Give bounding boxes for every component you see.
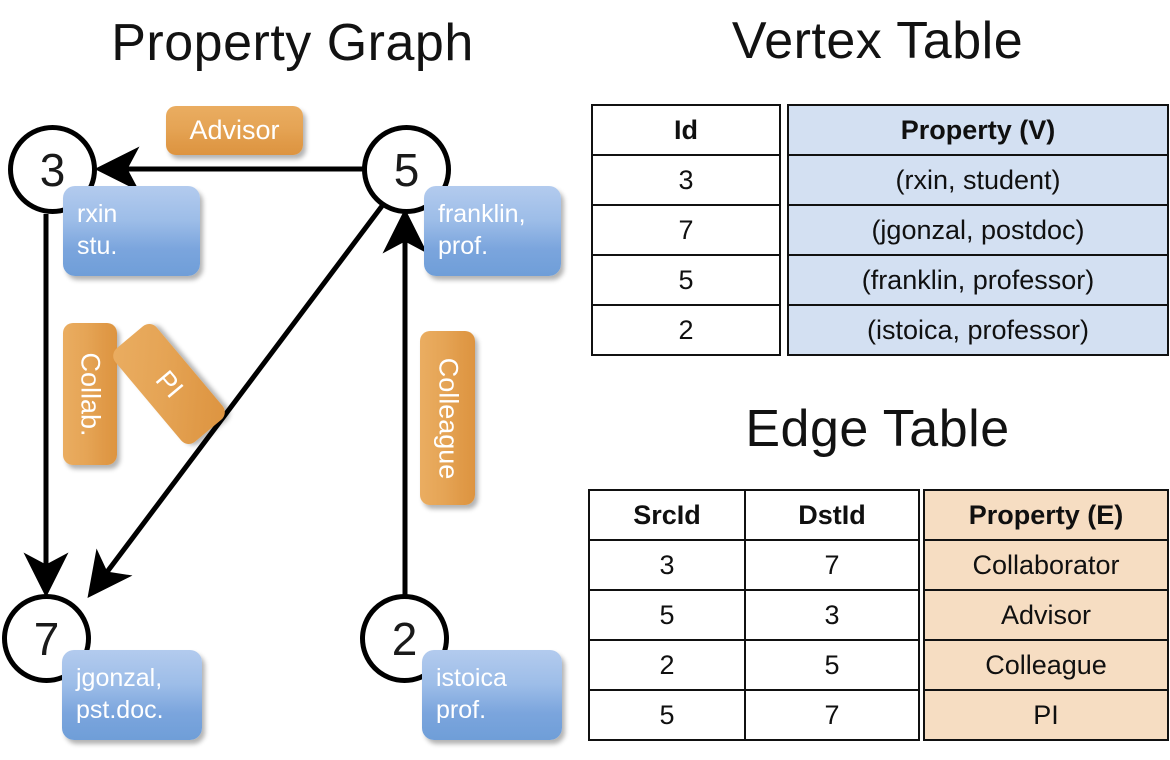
table-row: 7 (jgonzal, postdoc) xyxy=(591,204,1169,256)
vertex-header-id: Id xyxy=(591,104,781,156)
table-row: 3 7 Collaborator xyxy=(588,539,1169,591)
vertex-table: Id Property (V) 3 (rxin, student) 7 (jgo… xyxy=(591,104,1169,356)
node-property-role-5: prof. xyxy=(438,232,489,260)
edge-header-srcid: SrcId xyxy=(588,489,746,541)
node-property-role-3: stu. xyxy=(77,232,118,260)
edge-cell-dstid: 3 xyxy=(744,589,920,641)
node-property-role-7: pst.doc. xyxy=(76,696,164,724)
node-property-name-2: istoica xyxy=(436,664,507,692)
edge-label-colleague-text: Colleague xyxy=(433,357,463,479)
node-property-role-2: prof. xyxy=(436,696,487,724)
node-property-box-3: rxin stu. xyxy=(63,186,200,276)
vertex-cell-id: 2 xyxy=(591,304,781,356)
edge-cell-property: PI xyxy=(923,689,1169,741)
edge-label-advisor: Advisor xyxy=(166,106,303,155)
edge-cell-property: Colleague xyxy=(923,639,1169,691)
column-gap xyxy=(780,305,788,355)
column-gap xyxy=(780,255,788,305)
table-row: 3 (rxin, student) xyxy=(591,154,1169,206)
edge-cell-srcid: 2 xyxy=(588,639,746,691)
table-row: 2 5 Colleague xyxy=(588,639,1169,691)
column-gap xyxy=(780,105,788,155)
column-gap xyxy=(780,205,788,255)
edge-cell-dstid: 7 xyxy=(744,689,920,741)
node-property-box-7: jgonzal, pst.doc. xyxy=(62,650,202,740)
edge-label-advisor-text: Advisor xyxy=(189,115,280,145)
node-property-box-5: franklin, prof. xyxy=(424,186,561,276)
vertex-cell-property: (istoica, professor) xyxy=(787,304,1169,356)
page-title-property-graph: Property Graph xyxy=(111,14,474,72)
column-gap xyxy=(780,155,788,205)
page-title-edge-table: Edge Table xyxy=(745,400,1010,458)
edge-cell-srcid: 3 xyxy=(588,539,746,591)
edge-table: SrcId DstId Property (E) 3 7 Collaborato… xyxy=(588,489,1169,741)
edge-header-property: Property (E) xyxy=(923,489,1169,541)
vertex-cell-id: 5 xyxy=(591,254,781,306)
graph-node-2[interactable]: 2 xyxy=(360,594,449,683)
edge-cell-dstid: 5 xyxy=(744,639,920,691)
edge-label-collab-text: Collab. xyxy=(75,351,106,437)
edge-header-dstid: DstId xyxy=(744,489,920,541)
vertex-header-property: Property (V) xyxy=(787,104,1169,156)
table-header-row: Id Property (V) xyxy=(591,104,1169,156)
node-property-box-2: istoica prof. xyxy=(422,650,562,740)
edge-cell-property: Collaborator xyxy=(923,539,1169,591)
edge-label-pi-text: PI xyxy=(149,364,190,404)
vertex-cell-property: (franklin, professor) xyxy=(787,254,1169,306)
page-title-vertex-table: Vertex Table xyxy=(731,12,1024,70)
vertex-cell-property: (jgonzal, postdoc) xyxy=(787,204,1169,256)
edge-line-pi xyxy=(87,204,384,598)
edge-cell-dstid: 7 xyxy=(744,539,920,591)
edge-label-collab: Collab. xyxy=(63,323,117,465)
edge-cell-srcid: 5 xyxy=(588,589,746,641)
table-row: 5 3 Advisor xyxy=(588,589,1169,641)
edge-cell-property: Advisor xyxy=(923,589,1169,641)
table-row: 5 (franklin, professor) xyxy=(591,254,1169,306)
vertex-cell-id: 7 xyxy=(591,204,781,256)
table-row: 5 7 PI xyxy=(588,689,1169,741)
vertex-cell-id: 3 xyxy=(591,154,781,206)
edge-cell-srcid: 5 xyxy=(588,689,746,741)
table-row: 2 (istoica, professor) xyxy=(591,304,1169,356)
node-property-name-3: rxin xyxy=(77,200,118,228)
edge-label-colleague: Colleague xyxy=(420,331,475,505)
table-header-row: SrcId DstId Property (E) xyxy=(588,489,1169,541)
node-property-name-5: franklin, xyxy=(438,200,526,228)
graph-node-5[interactable]: 5 xyxy=(362,125,451,214)
node-property-name-7: jgonzal, xyxy=(76,664,163,692)
vertex-cell-property: (rxin, student) xyxy=(787,154,1169,206)
graph-edges xyxy=(23,146,428,598)
